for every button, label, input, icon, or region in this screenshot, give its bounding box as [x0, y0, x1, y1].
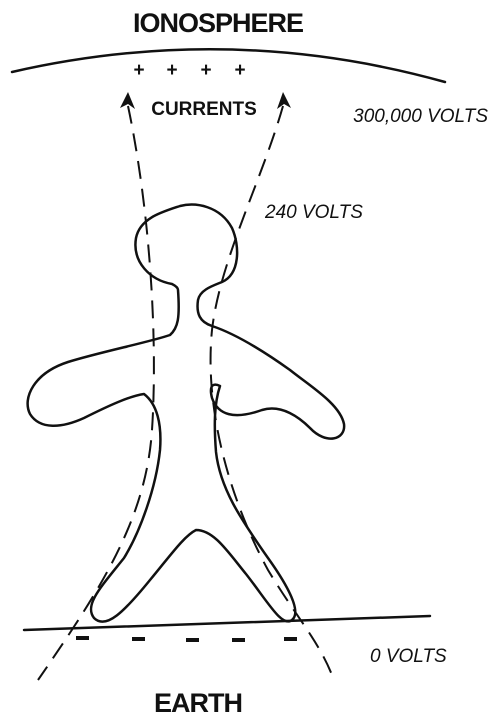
positive-charge-1: + [133, 60, 144, 81]
positive-charge-4: + [234, 60, 245, 81]
ionosphere-title: IONOSPHERE [133, 8, 303, 38]
ionosphere-boundary-line [12, 49, 445, 82]
negative-charge-5 [284, 637, 297, 641]
ground-voltage-label: 0 VOLTS [370, 646, 447, 667]
positive-charge-2: + [166, 60, 177, 81]
earth-title: EARTH [154, 688, 242, 718]
head-voltage-label: 240 VOLTS [264, 202, 363, 223]
negative-charge-2 [132, 637, 145, 641]
current-line-right [211, 106, 332, 675]
negative-charge-4 [232, 638, 245, 642]
human-figure-outline [28, 205, 345, 622]
current-arrowhead-right [277, 92, 291, 109]
ionosphere-voltage-label: 300,000 VOLTS [353, 106, 488, 127]
currents-label: CURRENTS [151, 99, 257, 120]
earth-surface-line [24, 616, 430, 630]
negative-charge-3 [186, 638, 199, 642]
negative-charge-1 [76, 636, 89, 640]
positive-charge-3: + [200, 60, 211, 81]
